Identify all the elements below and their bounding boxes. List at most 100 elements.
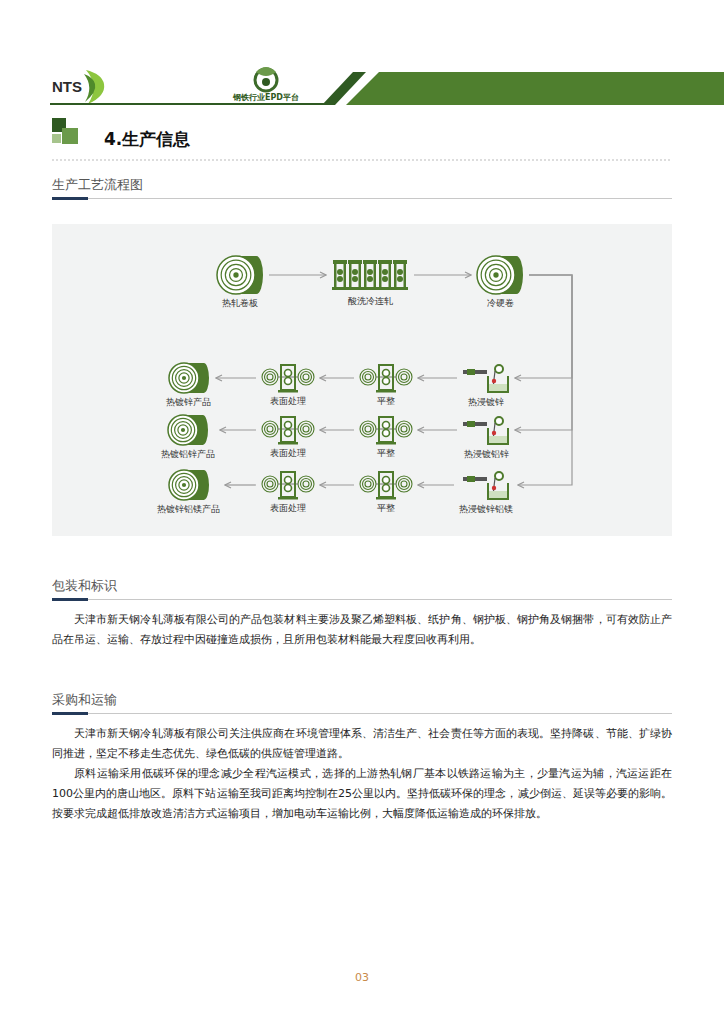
- coil-icon-graphic: [216, 255, 264, 295]
- process-node: 酸洗冷连轧: [331, 257, 409, 307]
- diagram-panel: [52, 224, 672, 536]
- process-node: 平整: [359, 363, 413, 407]
- process-node: 平整: [359, 415, 413, 459]
- roller-stand-icon-graphic: [359, 363, 413, 393]
- flow-arrow: [515, 275, 572, 430]
- coil-icon: [216, 255, 264, 295]
- flow-arrow: [414, 274, 471, 275]
- body-paragraph: 原料运输采用低碳环保的理念减少全程汽运模式，选择的上游热轧钢厂基本以铁路运输为主…: [52, 764, 672, 824]
- rolling-mill-icon-graphic: [331, 257, 409, 293]
- flow-arrow: [320, 377, 354, 378]
- roller-stand-icon-graphic: [359, 415, 413, 445]
- process-node: 热镀锌产品: [166, 362, 211, 408]
- process-label: 热浸镀锌铝镁: [459, 504, 513, 515]
- flow-arrow: [216, 377, 256, 378]
- section-title: 4.生产信息: [104, 128, 190, 151]
- flow-arrow: [518, 275, 572, 485]
- coil-icon-graphic: [168, 469, 210, 501]
- roller-stand-icon: [261, 415, 315, 445]
- process-node: 表面处理: [261, 470, 315, 514]
- process-node: 冷硬卷: [476, 255, 524, 309]
- process-node: 热浸镀锌铝镁: [459, 469, 513, 515]
- sub-rule-bar: [52, 598, 88, 601]
- process-label: 热镀锌产品: [166, 397, 211, 408]
- flow-arrow: [418, 377, 457, 378]
- process-node: 热镀锌铝镁产品: [157, 469, 220, 515]
- roller-stand-icon-graphic: [261, 363, 315, 393]
- roller-stand-icon: [261, 470, 315, 500]
- galvanizing-pot-icon-graphic: [462, 414, 510, 446]
- coil-icon: [167, 414, 209, 446]
- process-label: 热镀锌铝镁产品: [157, 504, 220, 515]
- process-label: 平整: [377, 503, 395, 514]
- sub-rule-bar: [52, 197, 88, 200]
- coil-icon-graphic: [476, 255, 524, 295]
- roller-stand-icon: [261, 363, 315, 393]
- dashed-rule: [52, 160, 672, 161]
- process-node: 表面处理: [261, 363, 315, 407]
- galvanizing-pot-icon: [462, 414, 510, 446]
- process-label: 热镀铝锌产品: [161, 449, 215, 460]
- process-node: 平整: [359, 470, 413, 514]
- process-node: 热浸镀锌: [462, 362, 510, 408]
- flow-arrow: [320, 429, 354, 430]
- header-rule: [50, 103, 332, 105]
- body-paragraph: 天津市新天钢冷轧薄板有限公司的产品包装材料主要涉及聚乙烯塑料板、纸护角、钢护板、…: [52, 610, 672, 650]
- sub-rule-bar: [52, 712, 88, 715]
- process-node: 热浸镀铝锌: [462, 414, 510, 460]
- section-square: [62, 128, 78, 144]
- process-label: 热轧卷板: [222, 298, 258, 309]
- coil-icon: [476, 255, 524, 295]
- header-band: [346, 72, 724, 105]
- roller-stand-icon: [359, 363, 413, 393]
- flow-arrow: [225, 484, 256, 485]
- process-label: 平整: [377, 448, 395, 459]
- coil-icon: [168, 469, 210, 501]
- flow-arrow: [269, 274, 326, 275]
- process-label: 酸洗冷连轧: [348, 296, 393, 307]
- sub-rule: [52, 599, 672, 600]
- process-label: 冷硬卷: [487, 298, 514, 309]
- roller-stand-icon: [359, 415, 413, 445]
- roller-stand-icon-graphic: [261, 415, 315, 445]
- process-node: 表面处理: [261, 415, 315, 459]
- coil-icon: [168, 362, 210, 394]
- flow-arrow: [320, 484, 354, 485]
- flow-arrow: [220, 429, 256, 430]
- roller-stand-icon-graphic: [261, 470, 315, 500]
- roller-stand-icon: [359, 470, 413, 500]
- epd-logo-leaf: [256, 67, 276, 76]
- galvanizing-pot-icon: [462, 469, 510, 501]
- body-paragraph: 天津市新天钢冷轧薄板有限公司关注供应商在环境管理体系、清洁生产、社会责任等方面的…: [52, 724, 672, 764]
- page-number: 03: [355, 971, 369, 984]
- flow-arrow: [418, 484, 454, 485]
- process-label: 热浸镀锌: [468, 397, 504, 408]
- process-label: 表面处理: [270, 503, 306, 514]
- sub-rule: [52, 198, 672, 199]
- process-node: 热轧卷板: [216, 255, 264, 309]
- process-label: 热浸镀铝锌: [464, 449, 509, 460]
- rolling-mill-icon: [331, 257, 409, 293]
- sub-heading: 采购和运输: [52, 691, 117, 709]
- roller-stand-icon-graphic: [359, 470, 413, 500]
- flow-arrow: [418, 429, 457, 430]
- epd-logo-dot: [262, 78, 270, 86]
- process-label: 表面处理: [270, 396, 306, 407]
- galvanizing-pot-icon-graphic: [462, 362, 510, 394]
- logo-caption: 钢铁行业EPD平台: [233, 92, 299, 103]
- section-square: [52, 134, 61, 143]
- sub-heading: 包装和标识: [52, 577, 117, 595]
- nts-crescent-inner: [84, 74, 95, 102]
- sub-heading: 生产工艺流程图: [52, 176, 143, 194]
- sub-rule: [52, 713, 672, 714]
- flow-arrow: [515, 275, 572, 378]
- logo-text: NTS: [52, 78, 82, 95]
- process-label: 平整: [377, 396, 395, 407]
- coil-icon-graphic: [168, 362, 210, 394]
- process-node: 热镀铝锌产品: [161, 414, 215, 460]
- process-label: 表面处理: [270, 448, 306, 459]
- coil-icon-graphic: [167, 414, 209, 446]
